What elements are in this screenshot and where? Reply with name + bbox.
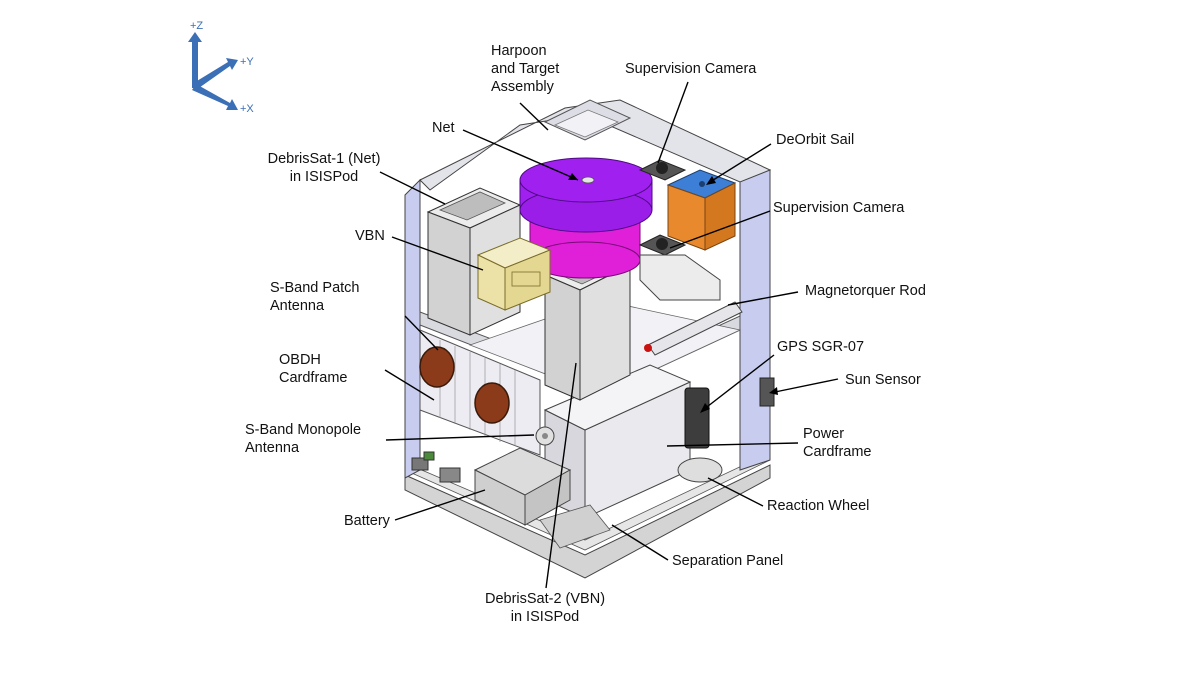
vbn-unit — [476, 237, 552, 311]
axis-y-label: +Y — [240, 56, 254, 68]
label-debrissat-2: DebrisSat-2 (VBN) in ISISPod — [484, 591, 606, 625]
deorbit-sail-unit — [666, 169, 737, 251]
label-obdh-cardframe: OBDH Cardframe — [279, 352, 348, 386]
leader-lines — [379, 81, 839, 589]
label-sband-monopole-antenna: S-Band Monopole Antenna — [245, 422, 362, 456]
supervision-camera-top — [638, 159, 687, 181]
label-vbn: VBN — [355, 228, 385, 244]
label-battery: Battery — [344, 513, 390, 529]
label-net: Net — [432, 120, 455, 136]
label-supervision-camera-mid: Supervision Camera — [773, 200, 905, 216]
label-harpoon-assembly: Harpoon and Target Assembly — [491, 43, 560, 95]
label-separation-panel: Separation Panel — [672, 553, 784, 569]
supervision-camera-mid — [638, 234, 721, 301]
label-magnetorquer-rod: Magnetorquer Rod — [805, 283, 926, 299]
gps-indicator — [644, 344, 652, 352]
connectors — [411, 451, 461, 483]
axis-triad — [188, 32, 238, 110]
separation-panel — [539, 504, 611, 549]
axis-z-label: +Z — [190, 20, 204, 32]
reaction-wheel — [677, 457, 723, 483]
label-debrissat-1: DebrisSat-1 (Net) in ISISPod — [267, 151, 381, 185]
label-deorbit-sail: DeOrbit Sail — [776, 132, 855, 148]
sband-monopole-antenna — [535, 426, 555, 446]
label-gps: GPS SGR-07 — [777, 339, 865, 355]
x-axis-arrow — [192, 84, 238, 110]
debrissat-1-isispod — [426, 187, 522, 336]
magnetorquer-rod — [644, 301, 743, 356]
label-power-cardframe: Power Cardframe — [803, 426, 872, 460]
gps-receiver — [684, 387, 710, 449]
net-assembly — [519, 157, 653, 279]
z-axis-arrow — [188, 32, 202, 88]
right-side-panel — [739, 169, 771, 471]
label-reaction-wheel: Reaction Wheel — [767, 498, 870, 514]
label-sun-sensor: Sun Sensor — [845, 372, 921, 388]
sband-patch-antenna — [419, 346, 510, 424]
label-sband-patch-antenna: S-Band Patch Antenna — [270, 280, 360, 314]
y-axis-arrow — [192, 58, 238, 90]
base-plate — [404, 464, 771, 579]
label-supervision-camera-top: Supervision Camera — [625, 61, 757, 77]
axis-x-label: +X — [240, 103, 254, 115]
